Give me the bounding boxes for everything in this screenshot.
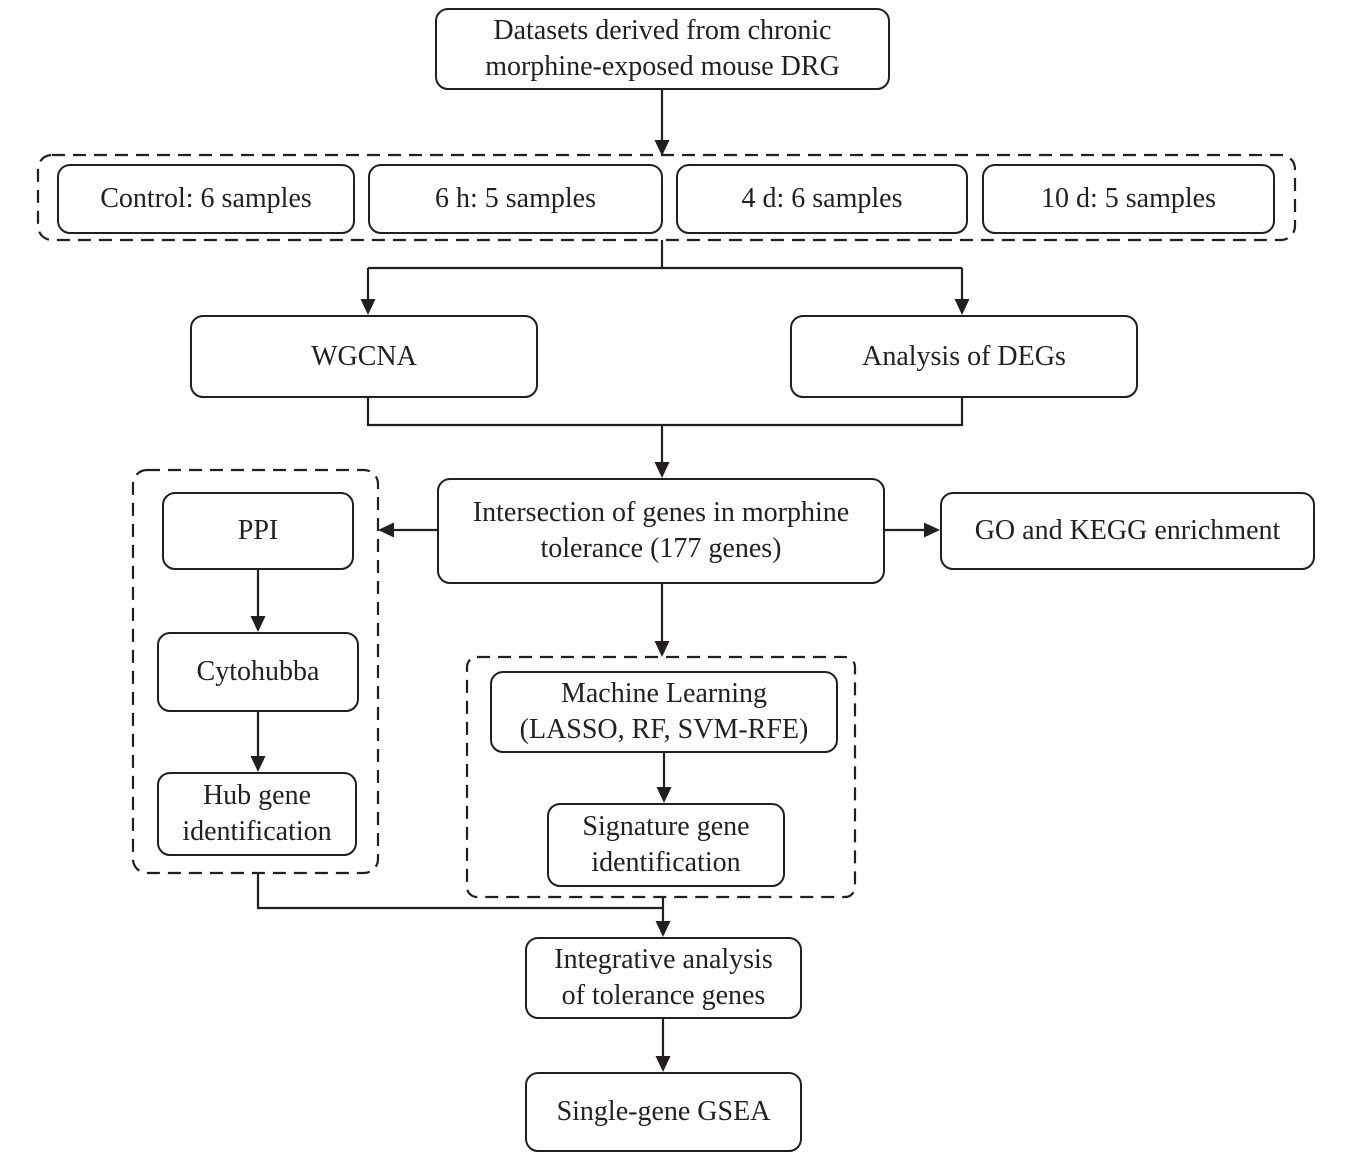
arrow-intersection-to-ml <box>654 583 670 657</box>
node-hub-gene: Hub gene identification <box>157 772 357 856</box>
node-integrative-line2: of tolerance genes <box>561 980 766 1011</box>
samples-dashed-group <box>36 153 1297 242</box>
node-hub-gene-line1: Hub gene <box>202 780 312 811</box>
node-datasets-line1: Datasets derived from chronic <box>493 15 832 46</box>
node-signature-gene: Signature gene identification <box>547 803 785 887</box>
arrow-samples-to-analyses <box>360 240 970 315</box>
node-single-gene-gsea: Single-gene GSEA <box>525 1072 802 1152</box>
node-cytohubba: Cytohubba <box>157 632 359 712</box>
node-datasets-line2: morphine-exposed mouse DRG <box>485 51 840 82</box>
node-ml-line2: (LASSO, RF, SVM-RFE) <box>519 714 809 745</box>
node-gsea-label: Single-gene GSEA <box>556 1096 771 1127</box>
arrow-cytohubba-to-hubgene <box>250 712 266 772</box>
node-wgcna-label: WGCNA <box>311 340 417 372</box>
arrow-integrative-to-gsea <box>655 1018 671 1072</box>
machine-learning-dashed-group <box>465 655 857 899</box>
node-go-kegg: GO and KEGG enrichment <box>940 492 1315 570</box>
node-ppi-label: PPI <box>237 515 279 546</box>
arrow-intersection-to-ppi <box>378 522 437 538</box>
node-intersection: Intersection of genes in morphine tolera… <box>437 478 885 584</box>
node-ppi: PPI <box>162 492 354 570</box>
node-signature-line2: identification <box>591 847 741 878</box>
node-control-label: Control: 6 samples <box>100 183 312 214</box>
node-wgcna: WGCNA <box>190 315 538 398</box>
node-10d-samples: 10 d: 5 samples <box>982 164 1275 234</box>
node-hub-gene-line2: identification <box>182 816 332 847</box>
node-go-kegg-label: GO and KEGG enrichment <box>974 515 1281 546</box>
node-4d-samples: 4 d: 6 samples <box>676 164 968 234</box>
node-6h-label: 6 h: 5 samples <box>435 183 596 214</box>
node-6h-samples: 6 h: 5 samples <box>368 164 663 234</box>
node-ml-line1: Machine Learning <box>560 678 768 709</box>
node-10d-label: 10 d: 5 samples <box>1041 183 1216 214</box>
node-degs: Analysis of DEGs <box>790 315 1138 398</box>
node-intersection-line1: Intersection of genes in morphine <box>472 497 850 528</box>
node-integrative-analysis: Integrative analysis of tolerance genes <box>525 937 802 1019</box>
arrow-analyses-to-intersection <box>366 398 964 478</box>
node-cytohubba-label: Cytohubba <box>196 656 320 687</box>
arrow-merge-to-integrative <box>256 873 671 937</box>
node-machine-learning: Machine Learning (LASSO, RF, SVM-RFE) <box>490 671 838 753</box>
node-signature-line1: Signature gene <box>582 811 750 842</box>
ppi-dashed-group <box>131 468 380 875</box>
node-degs-label: Analysis of DEGs <box>862 340 1066 372</box>
node-integrative-line1: Integrative analysis <box>554 944 773 975</box>
arrow-intersection-to-gokegg <box>885 522 940 538</box>
node-intersection-line2: tolerance (177 genes) <box>540 533 782 564</box>
node-control-samples: Control: 6 samples <box>57 164 355 234</box>
arrow-ppi-to-cytohubba <box>250 570 266 632</box>
arrow-datasets-to-samples <box>654 88 670 156</box>
node-4d-label: 4 d: 6 samples <box>741 183 903 214</box>
arrow-ml-to-signature <box>656 752 672 803</box>
node-datasets: Datasets derived from chronic morphine-e… <box>435 8 890 90</box>
